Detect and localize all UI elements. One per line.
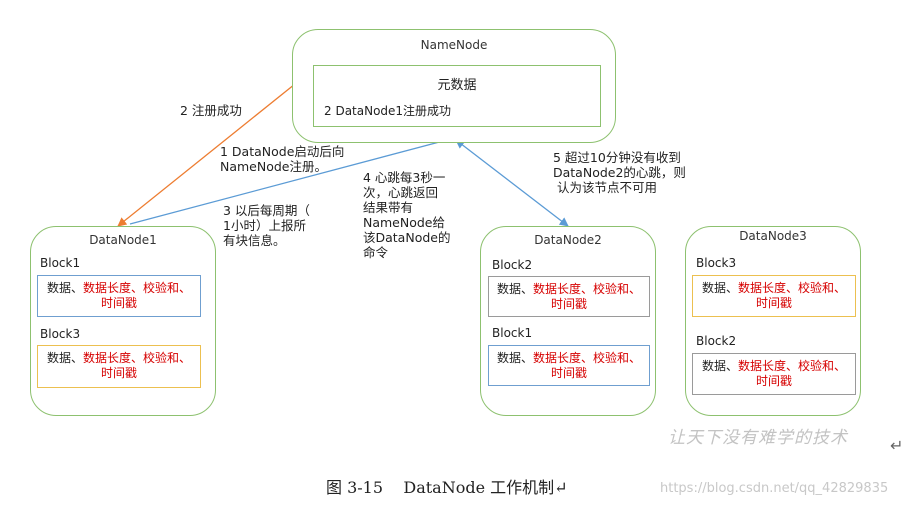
block-info-box: 数据、数据长度、校验和、时间戳 — [488, 276, 650, 317]
metadata-line: 2 DataNode1注册成功 — [324, 104, 452, 118]
metadata-box: 元数据 2 DataNode1注册成功 — [313, 65, 601, 127]
register-success-label: 2 注册成功 — [180, 103, 242, 118]
datanode-2: DataNode2 Block2 数据、数据长度、校验和、时间戳 Block1 … — [480, 226, 656, 416]
datanode-title: DataNode3 — [739, 229, 807, 243]
heartbeat-arrow — [455, 139, 569, 227]
return-mark: ↵ — [890, 436, 904, 455]
namenode-title: NameNode — [420, 38, 488, 52]
block-info-box: 数据、数据长度、校验和、时间戳 — [692, 275, 856, 317]
block-label: Block2 — [492, 258, 533, 272]
url-watermark: https://blog.csdn.net/qq_42829835 — [660, 481, 889, 496]
datanode-1: DataNode1 Block1 数据、数据长度、校验和、时间戳 Block3 … — [30, 226, 216, 416]
block-label: Block3 — [696, 256, 737, 270]
datanode-title: DataNode2 — [534, 233, 602, 247]
block-info-box: 数据、数据长度、校验和、时间戳 — [488, 345, 650, 386]
block-info-box: 数据、数据长度、校验和、时间戳 — [37, 345, 201, 388]
datanode-title: DataNode1 — [89, 233, 157, 247]
report-block-label: 3 以后每周期（ 1小时）上报所 有块信息。 — [223, 203, 310, 248]
block-label: Block1 — [492, 326, 533, 340]
block-label: Block3 — [40, 327, 81, 341]
block-label: Block2 — [696, 334, 737, 348]
namenode: NameNode 元数据 2 DataNode1注册成功 — [292, 29, 616, 143]
register-request-label: 1 DataNode启动后向 NameNode注册。 — [220, 144, 345, 174]
block-info-box: 数据、数据长度、校验和、时间戳 — [692, 353, 856, 395]
timeout-label: 5 超过10分钟没有收到 DataNode2的心跳，则 认为该节点不可用 — [553, 150, 686, 195]
handwriting-watermark: 让天下没有难学的技术 — [668, 428, 848, 448]
figure-caption: 图 3-15 DataNode 工作机制↵ — [326, 478, 568, 497]
heartbeat-label: 4 心跳每3秒一 次，心跳返回 结果带有 NameNode给 该DataNode… — [363, 170, 451, 260]
block-label: Block1 — [40, 256, 81, 270]
register-request-arrow — [129, 133, 463, 225]
register-success-arrow — [117, 83, 296, 227]
block-info-box: 数据、数据长度、校验和、时间戳 — [37, 275, 201, 317]
metadata-title: 元数据 — [437, 78, 477, 93]
datanode-3: DataNode3 Block3 数据、数据长度、校验和、时间戳 Block2 … — [685, 226, 861, 416]
